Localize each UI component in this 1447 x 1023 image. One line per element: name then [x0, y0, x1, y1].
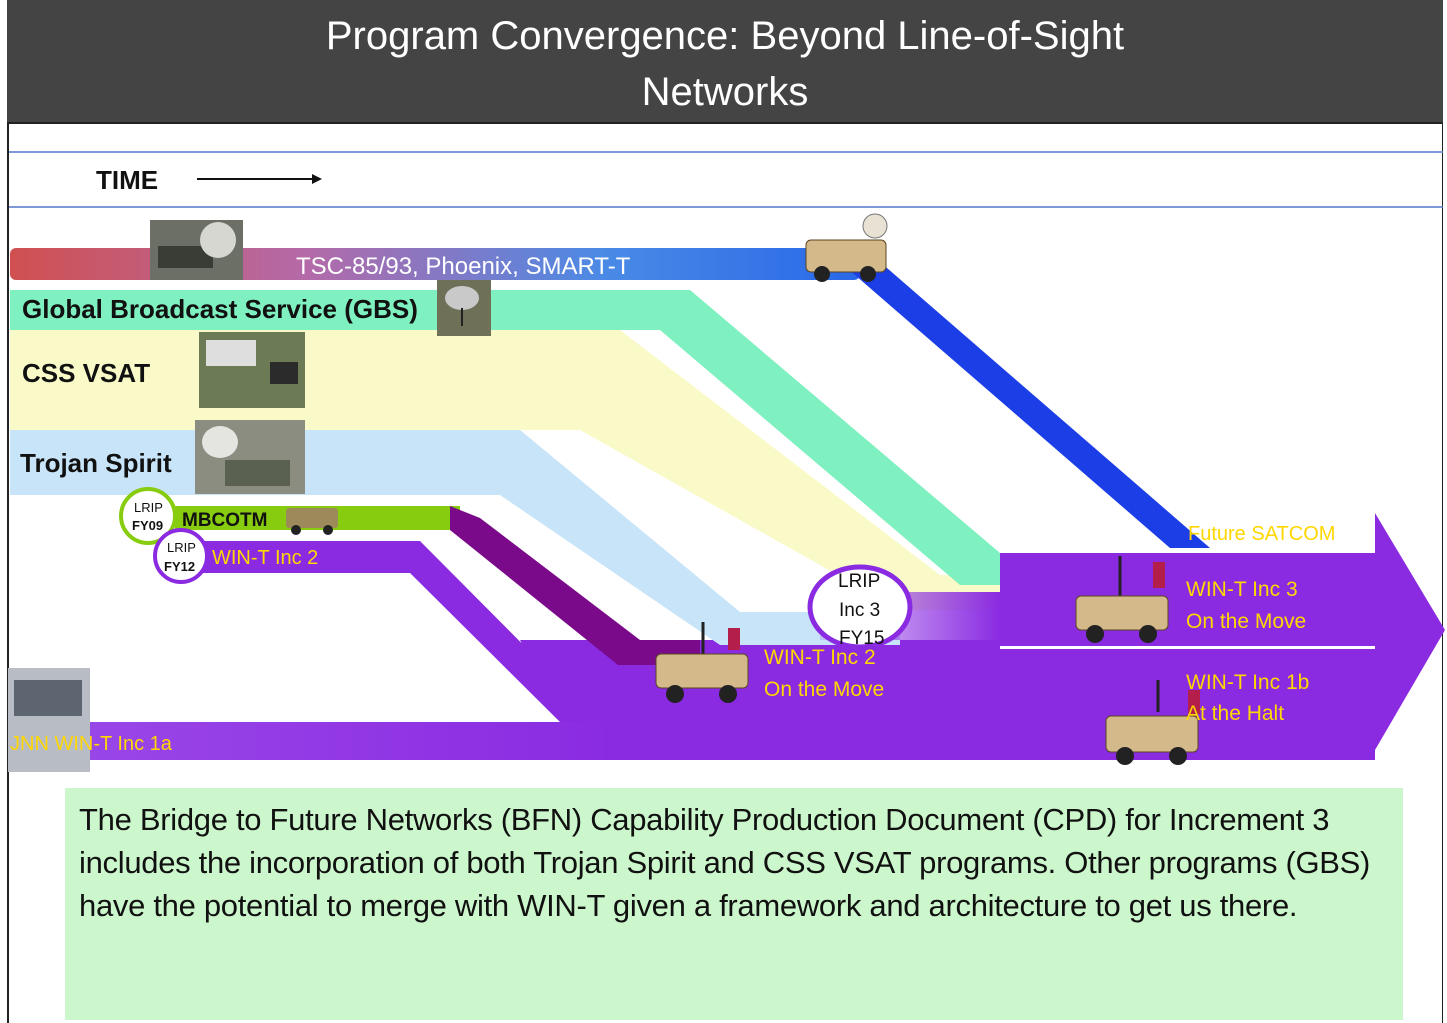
- time-arrow-head: [312, 174, 322, 184]
- gbs-photo: [437, 280, 491, 336]
- future-satcom-path: [840, 262, 1210, 548]
- humvee-inc1b-icon: [1105, 680, 1200, 765]
- milestone-lrip-inc3: LRIP Inc 3 FY15: [807, 564, 913, 650]
- future-satcom-label: Future SATCOM: [1188, 523, 1335, 545]
- svg-text:FY15: FY15: [839, 628, 884, 649]
- svg-text:LRIP: LRIP: [167, 540, 196, 555]
- win-t-inc2-band: [175, 541, 600, 722]
- win-t-inc2-otm-sub-label: On the Move: [764, 678, 884, 701]
- win-t-inc2-label: WIN-T Inc 2: [212, 547, 318, 569]
- slide-frame: [7, 0, 1443, 1023]
- win-t-inc2-otm-label: WIN-T Inc 2: [764, 646, 876, 669]
- win-t-main-arrow: [10, 513, 1445, 760]
- milestone-lrip-fy12: LRIP FY12: [153, 528, 209, 584]
- title-bar: Program Convergence: Beyond Line-of-Sigh…: [7, 0, 1443, 124]
- svg-text:LRIP: LRIP: [134, 500, 163, 515]
- win-t-inc1b-halt-label: At the Halt: [1186, 702, 1284, 725]
- mbcotm-vehicle-icon: [286, 508, 338, 535]
- humvee-inc3-icon: [1075, 556, 1169, 643]
- inc3-divider: [1000, 646, 1375, 649]
- note-box: The Bridge to Future Networks (BFN) Capa…: [65, 788, 1403, 1020]
- jnn-label: JNN WIN-T Inc 1a: [10, 733, 173, 755]
- mbcotm-path: [450, 506, 700, 665]
- svg-text:FY12: FY12: [164, 559, 195, 574]
- win-t-inc3-label: WIN-T Inc 3: [1186, 578, 1298, 601]
- tsc-label: TSC-85/93, Phoenix, SMART-T: [296, 253, 631, 280]
- satcom-divider: [1170, 548, 1375, 552]
- svg-text:LRIP: LRIP: [838, 571, 880, 592]
- trojan-spirit-label: Trojan Spirit: [20, 448, 172, 478]
- mbcotm-label: MBCOTM: [182, 510, 267, 531]
- gbs-label: Global Broadcast Service (GBS): [22, 294, 418, 324]
- gbs-band: [10, 290, 1000, 585]
- slide-title: Program Convergence: Beyond Line-of-Sigh…: [325, 14, 1125, 114]
- svg-text:Inc 3: Inc 3: [839, 600, 880, 621]
- time-label: TIME: [96, 165, 158, 195]
- css-vsat-label: CSS VSAT: [22, 358, 150, 388]
- svg-text:FY09: FY09: [132, 518, 163, 533]
- note-text: The Bridge to Future Networks (BFN) Capa…: [79, 802, 1371, 923]
- milestone-lrip-fy09: LRIP FY09: [119, 487, 177, 545]
- tsc-photo: [150, 220, 243, 280]
- humvee-satcom-icon: [805, 213, 888, 282]
- humvee-inc2-otm-icon: [655, 622, 749, 703]
- jnn-photo: [8, 668, 90, 772]
- win-t-inc1b-label: WIN-T Inc 1b: [1186, 671, 1309, 694]
- trojan-spirit-photo: [195, 420, 305, 494]
- css-vsat-photo: [199, 332, 305, 408]
- jnn-band: [10, 722, 610, 760]
- win-t-inc3-otm-label: On the Move: [1186, 610, 1306, 633]
